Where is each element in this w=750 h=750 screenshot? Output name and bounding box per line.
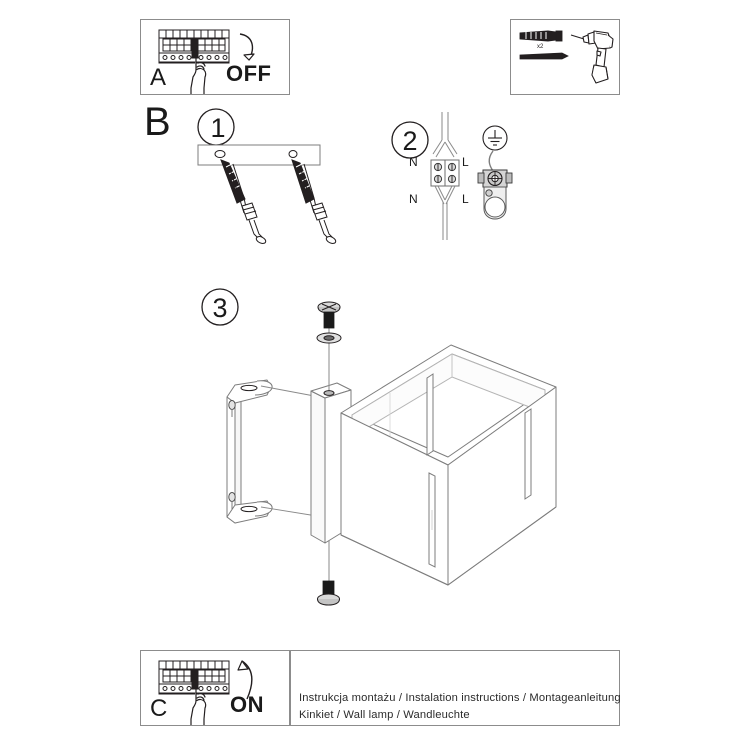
top-screw-icon	[317, 301, 341, 329]
plug-screw-assembly-left	[220, 159, 267, 244]
panel-c-action-label: ON	[230, 692, 264, 717]
caption-box	[290, 650, 620, 726]
top-washer-icon	[316, 332, 342, 344]
earth-ground-icon	[474, 125, 520, 220]
caption-line-2: Kinkiet / Wall lamp / Wandleuchte	[299, 709, 470, 721]
lamp-cube-body	[340, 344, 557, 586]
terminal-block-body	[430, 159, 460, 187]
step-2-number: 2	[402, 126, 418, 156]
terminal-label-bottom-left: N	[409, 192, 418, 206]
step-2-marker	[390, 120, 430, 160]
bracket-hole-top	[240, 384, 258, 392]
wall-bracket	[226, 379, 273, 524]
light-slots	[426, 373, 532, 568]
step-3-circle	[201, 288, 239, 326]
back-plate-screw-hole-top	[323, 390, 335, 396]
terminal-label-bottom-right: L	[462, 192, 469, 206]
terminal-label-top-left: N	[409, 155, 418, 169]
plug-screw-assembly-right	[291, 159, 337, 244]
on-arrow-icon	[218, 655, 266, 707]
earth-terminal-connector	[477, 169, 513, 188]
step-3-illustration	[205, 285, 595, 620]
circuit-breaker-panel-hand-icon-on	[155, 657, 240, 725]
caption-frame	[290, 650, 620, 726]
panel-b-letter: B	[144, 100, 171, 144]
drill-hole-left	[214, 150, 226, 158]
step-2-terminal-block	[418, 112, 472, 242]
panel-c-letter: C	[150, 695, 168, 722]
mounting-bar	[197, 144, 321, 166]
circuit-breaker-panel-hand-icon	[155, 26, 240, 94]
panel-a-action-label: OFF	[226, 61, 272, 86]
bottom-screw-icon	[317, 580, 340, 606]
wall-plug-icon	[518, 28, 568, 44]
caption-line-1: Instrukcja montażu / Instalation instruc…	[299, 692, 621, 704]
power-drill-icon	[570, 27, 616, 89]
step-3-number: 3	[212, 293, 228, 323]
drill-hole-right	[288, 150, 298, 158]
bracket-hole-bottom	[240, 505, 258, 513]
wall-plug-qty-label: x2	[537, 44, 544, 50]
light-slot-interior	[426, 373, 434, 456]
terminal-label-top-right: L	[462, 155, 469, 169]
panel-a-letter: A	[150, 64, 167, 91]
screw-icon	[518, 51, 570, 63]
light-slot-front-right	[524, 408, 532, 500]
step-2-circle	[391, 121, 429, 159]
step-1-illustration	[196, 142, 376, 267]
off-arrow-icon	[218, 30, 266, 78]
step-3-marker	[200, 287, 240, 327]
step-1-number: 1	[210, 113, 226, 143]
